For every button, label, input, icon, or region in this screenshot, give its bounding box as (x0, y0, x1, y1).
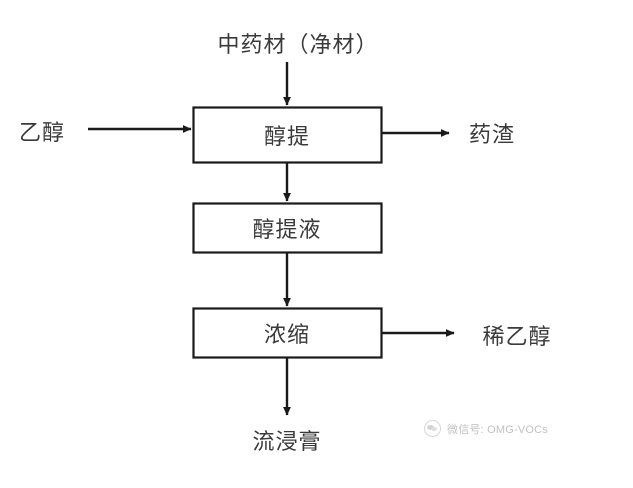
io-label-ethanol: 乙醇 (18, 120, 66, 145)
watermark-text: 微信号: OMG-VOCs (447, 423, 548, 436)
process-box-chunti (192, 106, 383, 164)
io-label-residue: 药渣 (468, 122, 516, 147)
io-label-raw-material: 中药材（净材） (217, 32, 379, 57)
io-label-dilute-ethanol: 稀乙醇 (482, 324, 552, 349)
wechat-logo-icon (424, 420, 441, 437)
watermark: 微信号: OMG-VOCs (424, 420, 548, 437)
process-box-label-chunti: 醇提 (263, 124, 311, 149)
process-box-label-chuntiye: 醇提液 (252, 217, 322, 242)
io-label-fluid-extract: 流浸膏 (252, 429, 322, 454)
process-box-label-nongsuo: 浓缩 (263, 322, 311, 347)
process-box-chuntiye (192, 202, 383, 254)
process-box-nongsuo (192, 307, 383, 359)
